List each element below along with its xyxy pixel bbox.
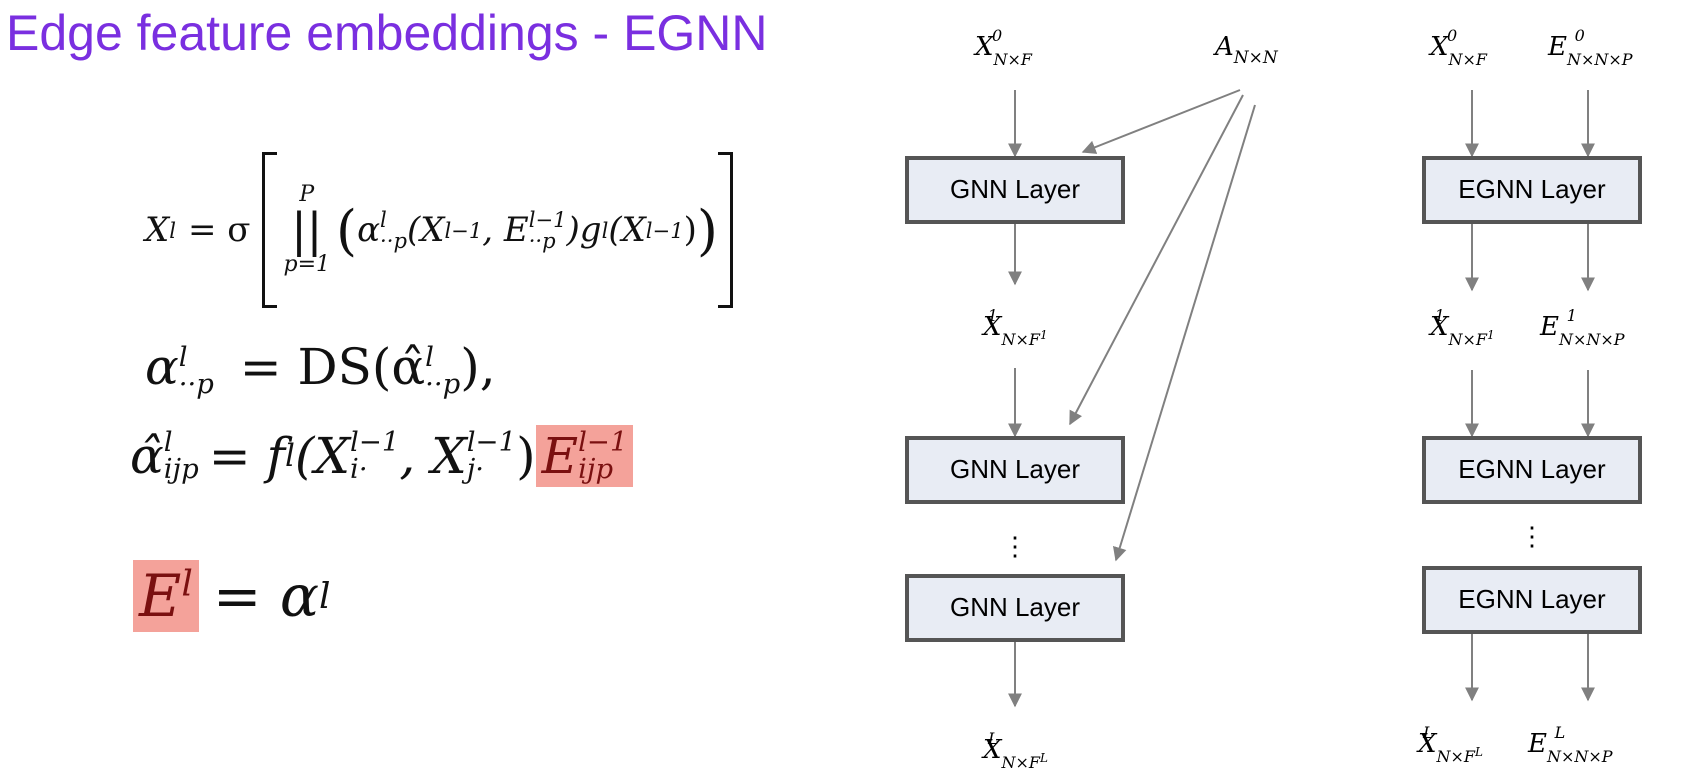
egnn-layer-box-1: EGNN Layer — [1422, 156, 1642, 224]
eq1-g-arg: (X — [608, 210, 646, 250]
eq3-lhs-sup: l — [163, 425, 173, 458]
gnn-dots: ⋮ — [1002, 532, 1028, 562]
adjacency-label: AN×N — [1213, 32, 1279, 68]
adj-arrow-layer2 — [1069, 94, 1244, 426]
gnn-layer-label-2: GNN Layer — [950, 454, 1080, 484]
eq1-equals: = σ — [187, 210, 251, 250]
egnn-e-mid-label: EN×N×P1 — [1539, 306, 1625, 349]
eq3-xi-sup: l−1 — [350, 425, 400, 458]
eq4-rhs: = α — [212, 562, 320, 630]
egnn-x-mid-label: XN×F11 — [1428, 306, 1495, 349]
eq3-hl-sub: ijp — [578, 453, 614, 485]
eq2-lhs: α — [145, 338, 179, 396]
eq1-alpha-scripts: l··p — [380, 209, 407, 251]
eq1-args-x-sup: l−1 — [444, 217, 483, 243]
egnn-layer-label-1: EGNN Layer — [1458, 174, 1606, 204]
adj-arrow-layer1 — [1081, 89, 1241, 154]
egnn-e-output-label: EN×N×PL — [1527, 723, 1613, 766]
eq4-hl-base: E — [139, 562, 182, 630]
eq2-rhs-sub: ··p — [425, 368, 461, 400]
egnn-layer-box-2: EGNN Layer — [1422, 436, 1642, 504]
concat-bars: || — [291, 203, 323, 257]
eq3-xj-sup: l−1 — [466, 425, 517, 458]
eq2-rhs-scripts: l··p — [425, 340, 461, 400]
eq2-lhs-sup: l — [178, 340, 188, 373]
eq3-xi-sub: i· — [350, 453, 368, 485]
eq1-args-comma: , E — [482, 210, 529, 250]
eq1-args-open: (X — [406, 210, 445, 250]
open-paren: ( — [336, 198, 358, 262]
egnn-x-input-label: XN×F0 — [1428, 26, 1488, 69]
eq3-rhs: = f — [208, 427, 285, 485]
eq3-args: (X — [294, 427, 351, 485]
eq2-lhs-scripts: l··p — [178, 340, 214, 400]
eq1-e-scripts: l−1··p — [529, 209, 567, 251]
eq1-lhs: X — [145, 210, 170, 250]
egnn-layer-label-2: EGNN Layer — [1458, 454, 1606, 484]
eq3-lhs-sub: ijp — [163, 453, 199, 485]
close-paren: ) — [696, 198, 718, 262]
eq1-alpha: α — [357, 210, 381, 250]
gnn-layer-box-2: GNN Layer — [905, 436, 1125, 504]
gnn-input-label: XN×F0 — [973, 26, 1033, 69]
eq1-alpha-sub: ··p — [380, 228, 407, 253]
eq3-hl-sup: l−1 — [578, 425, 628, 458]
eq1-alpha-sup: l — [380, 206, 387, 232]
eq3-close: ) — [516, 427, 536, 485]
eq2-rhs: = DS(α̂ — [239, 338, 426, 396]
gnn-layer-box-1: GNN Layer — [905, 156, 1125, 224]
egnn-dots: ⋮ — [1519, 522, 1545, 552]
gnn-output-label: XN×FLL — [981, 729, 1048, 772]
eq1-g-arg-sup: l−1 — [645, 217, 684, 243]
egnn-layer-box-3: EGNN Layer — [1422, 566, 1642, 634]
eq1-lhs-sup: l — [169, 217, 176, 243]
left-bracket — [262, 152, 278, 308]
eq3-comma: , X — [399, 427, 467, 485]
eq3-xj-sub: j· — [466, 453, 485, 485]
gnn-layer-label-1: GNN Layer — [950, 174, 1080, 204]
adj-arrow-layer3 — [1112, 104, 1256, 562]
eq3-f-sup: l — [285, 438, 295, 474]
eq2-rhs-sup: l — [425, 340, 434, 373]
slide-title: Edge feature embeddings - EGNN — [6, 5, 768, 61]
eq4-hl-sup: l — [181, 563, 193, 605]
eq3-hl-base: E — [541, 427, 579, 485]
eq1-e-sup: l−1 — [528, 206, 567, 232]
egnn-e-input-label: EN×N×P0 — [1547, 26, 1633, 69]
gnn-layer-label-3: GNN Layer — [950, 592, 1080, 622]
eq1-args-close: )g — [566, 210, 602, 250]
right-bracket — [717, 152, 733, 308]
eq2-tail: ), — [460, 338, 496, 396]
concat-top: P — [299, 181, 315, 207]
eq3-lhs: α̂ — [130, 427, 164, 485]
edge-output-highlight: El — [133, 560, 199, 632]
concat-bottom: p=1 — [283, 252, 330, 277]
eq4-rhs-sup: l — [319, 575, 331, 617]
egnn-x-output-label: XN×FLL — [1416, 723, 1483, 766]
gnn-mid-label: XN×F11 — [981, 306, 1048, 349]
gnn-layer-box-3: GNN Layer — [905, 574, 1125, 642]
eq1-e-sub: ··p — [528, 228, 556, 253]
egnn-layer-label-3: EGNN Layer — [1458, 584, 1606, 614]
concat-operator: P || p=1 — [283, 181, 330, 277]
eq1-g-arg-close: ) — [683, 210, 697, 250]
eq2-lhs-sub: ··p — [178, 368, 214, 400]
eq1-g-sup: l — [601, 217, 609, 243]
